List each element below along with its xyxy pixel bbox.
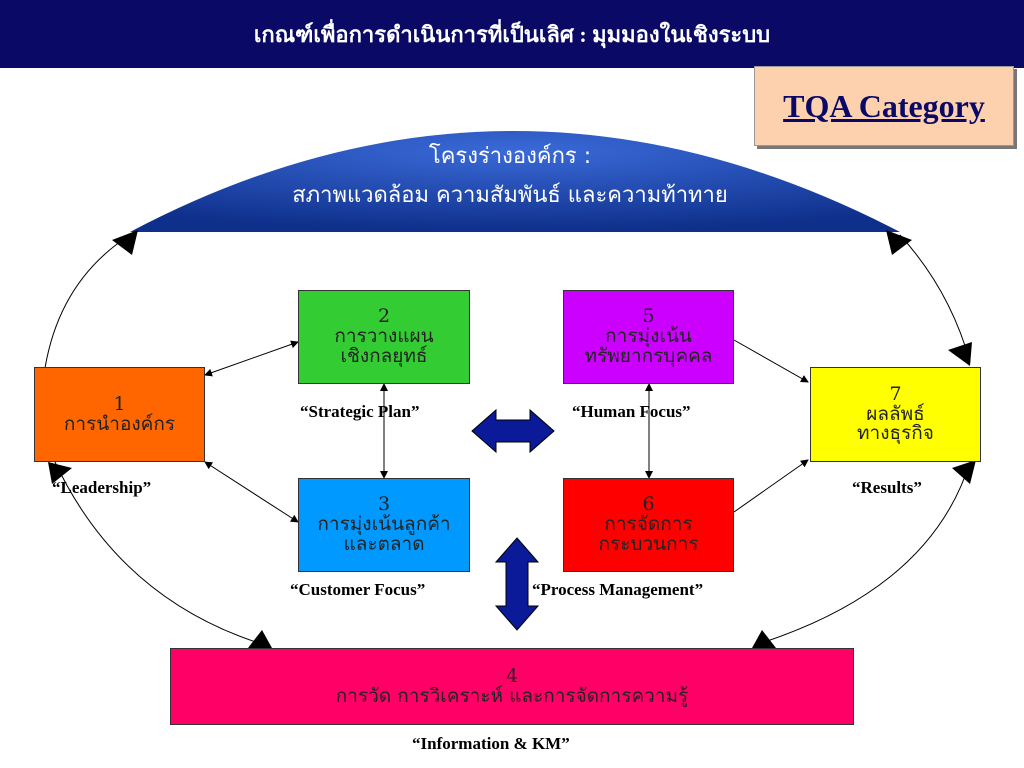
loop-arc-left-top <box>44 234 131 369</box>
tqa-category-badge: TQA Category <box>754 66 1014 146</box>
block-arrow-vertical <box>494 537 540 631</box>
arrowhead-top-left <box>112 230 138 255</box>
loop-arc-right-bottom <box>754 461 971 646</box>
category-5-label-line1: การมุ่งเน้น <box>605 325 692 348</box>
category-1-caption: “Leadership” <box>52 478 152 497</box>
category-6-label-line1: การจัดการ <box>604 513 693 536</box>
category-5-human-focus-box: 5 การมุ่งเน้น ทรัพยากรบุคคล <box>563 290 734 384</box>
arrowhead-bottom-right <box>752 630 776 648</box>
connector-1-2 <box>204 340 299 377</box>
category-5-caption: “Human Focus” <box>572 402 691 421</box>
category-4-caption: “Information & KM” <box>412 734 570 753</box>
arrowhead-right-upper <box>948 342 972 366</box>
category-7-label-line2: ทางธุรกิจ <box>857 422 934 445</box>
category-2-caption: “Strategic Plan” <box>300 402 420 421</box>
category-1-label: การนำองค์กร <box>63 412 176 435</box>
arrowhead-left-lower <box>48 462 72 484</box>
connector-1-3 <box>204 461 299 523</box>
category-4-label: การวัด การวิเคราะห์ และการจัดการความรู้ <box>335 684 689 707</box>
category-2-label-line2: เชิงกลยุทธ์ <box>340 344 428 367</box>
loop-arc-right-top <box>899 234 971 363</box>
category-5-label-line2: ทรัพยากรบุคคล <box>584 344 713 367</box>
category-3-customer-focus-box: 3 การมุ่งเน้นลูกค้า และตลาด <box>298 478 470 572</box>
category-7-results-box: 7 ผลลัพธ์ ทางธุรกิจ <box>810 367 981 462</box>
block-arrow-horizontal <box>471 408 555 454</box>
arrowhead-top-right <box>886 230 912 255</box>
category-6-caption: “Process Management” <box>532 580 704 599</box>
tqa-category-label: TQA Category <box>783 87 985 124</box>
category-7-label-line1: ผลลัพธ์ <box>866 402 925 425</box>
category-6-process-management-box: 6 การจัดการ กระบวนการ <box>563 478 734 572</box>
category-6-number: 6 <box>642 493 655 516</box>
category-3-caption: “Customer Focus” <box>290 580 426 599</box>
slide-title: เกณฑ์เพื่อการดำเนินการที่เป็นเลิศ : มุมม… <box>253 21 771 47</box>
category-7-caption: “Results” <box>852 478 922 497</box>
profile-line-2: สภาพแวดล้อม ความสัมพันธ์ และความท้าทาย <box>292 183 728 208</box>
slide-title-bar: เกณฑ์เพื่อการดำเนินการที่เป็นเลิศ : มุมม… <box>0 0 1024 68</box>
loop-arc-left-bottom <box>54 461 266 646</box>
category-2-label-line1: การวางแผน <box>334 325 434 348</box>
category-3-label-line1: การมุ่งเน้นลูกค้า <box>317 513 451 536</box>
organizational-profile-dome <box>130 131 900 232</box>
category-6-label-line2: กระบวนการ <box>598 532 699 555</box>
category-2-strategic-plan-box: 2 การวางแผน เชิงกลยุทธ์ <box>298 290 470 384</box>
category-4-information-km-box: 4 การวัด การวิเคราะห์ และการจัดการความรู… <box>170 648 854 725</box>
arrowhead-bottom-left <box>248 630 272 648</box>
profile-line-1: โครงร่างองค์กร : <box>428 144 592 169</box>
arrowhead-right-lower <box>952 460 976 484</box>
connector-5-7 <box>733 339 809 383</box>
category-5-number: 5 <box>642 305 655 328</box>
category-7-number: 7 <box>889 382 902 405</box>
category-4-number: 4 <box>505 664 519 687</box>
category-1-number: 1 <box>113 392 126 415</box>
connector-6-7 <box>733 459 809 513</box>
category-3-number: 3 <box>377 493 391 516</box>
category-1-leadership-box: 1 การนำองค์กร <box>34 367 205 462</box>
category-3-label-line2: และตลาด <box>343 532 425 555</box>
category-2-number: 2 <box>377 305 391 328</box>
